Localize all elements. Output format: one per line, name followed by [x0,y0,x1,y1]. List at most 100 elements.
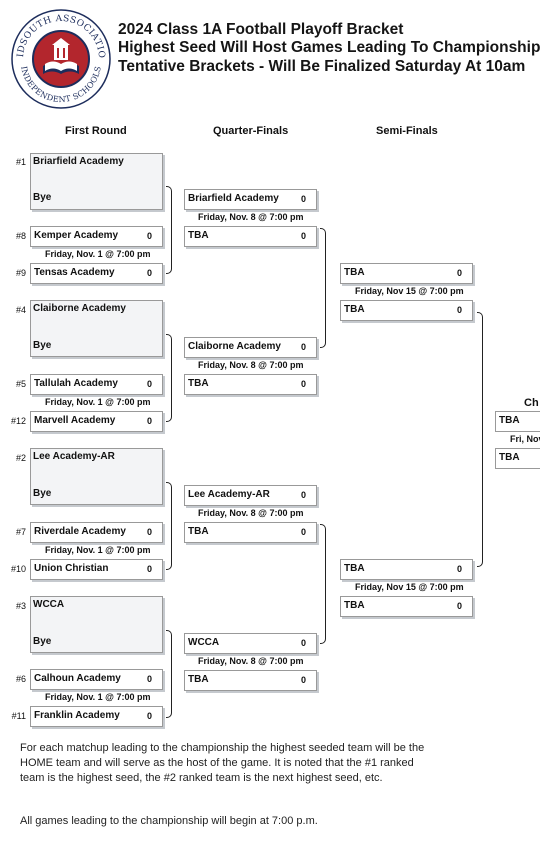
team-score: 0 [300,638,306,648]
team-name: TBA [499,452,520,463]
team-name: Briarfield Academy [33,156,124,167]
team-name: Riverdale Academy [34,526,126,537]
team-name: TBA [188,526,209,537]
column-heading-quarter-finals: Quarter-Finals [213,125,289,137]
team-name: Marvell Academy [34,415,116,426]
bye-slot-box [30,300,163,357]
team-slot: TBA [495,448,540,469]
team-score: 0 [300,527,306,537]
bracket-connector [166,482,172,570]
team-score: 0 [146,379,152,389]
team-name: TBA [188,230,209,241]
team-name: TBA [499,415,520,426]
seed-label: #9 [15,268,26,278]
team-score: 0 [146,674,152,684]
team-name: Lee Academy-AR [33,451,115,462]
game-time: Friday, Nov. 8 @ 7:00 pm [198,508,304,518]
team-name: TBA [344,563,365,574]
team-slot: Briarfield Academy [30,153,163,174]
team-name: Lee Academy-AR [188,489,270,500]
team-name: TBA [188,674,209,685]
bracket-subtitle-finalized: Tentative Brackets - Will Be Finalized S… [118,58,526,75]
bye-label: Bye [33,488,52,499]
seed-label: #8 [15,231,26,241]
team-name: TBA [344,267,365,278]
team-name: Tallulah Academy [34,378,118,389]
team-slot: WCCA 0 [184,633,317,654]
team-slot: TBA 0 [184,522,317,543]
game-time: Friday, Nov. 1 @ 7:00 pm [45,397,151,407]
team-slot: Calhoun Academy 0 [30,669,163,690]
team-name: Union Christian [34,563,109,574]
seed-label: #4 [15,305,26,315]
game-time: Friday, Nov 15 @ 7:00 pm [355,582,464,592]
team-slot: Riverdale Academy 0 [30,522,163,543]
team-slot: TBA 0 [340,300,473,321]
team-slot: Lee Academy-AR [30,448,163,469]
team-score: 0 [300,490,306,500]
team-slot: TBA [495,411,540,432]
bye-slot: Bye [30,485,163,506]
seed-label: #7 [15,527,26,537]
game-time: Friday, Nov. 8 @ 7:00 pm [198,656,304,666]
team-score: 0 [300,231,306,241]
team-score: 0 [146,416,152,426]
bracket-title: 2024 Class 1A Football Playoff Bracket [118,21,404,38]
team-slot: WCCA [30,596,163,617]
game-time: Friday, Nov 15 @ 7:00 pm [355,286,464,296]
bye-label: Bye [33,340,52,351]
seed-label: #2 [15,453,26,463]
team-score: 0 [300,194,306,204]
seed-label: #10 [10,564,26,574]
team-slot: TBA 0 [340,263,473,284]
team-name: TBA [344,304,365,315]
team-score: 0 [146,711,152,721]
team-score: 0 [456,305,462,315]
bracket-connector [320,228,326,348]
team-score: 0 [146,268,152,278]
team-slot: Tensas Academy 0 [30,263,163,284]
game-time: Friday, Nov. 8 @ 7:00 pm [198,212,304,222]
team-score: 0 [146,231,152,241]
team-slot: TBA 0 [184,226,317,247]
team-slot: Franklin Academy 0 [30,706,163,727]
team-name: Franklin Academy [34,710,120,721]
team-slot: Claiborne Academy 0 [184,337,317,358]
bracket-subtitle-host-rule: Highest Seed Will Host Games Leading To … [118,39,540,56]
game-time: Friday, Nov. 1 @ 7:00 pm [45,545,151,555]
team-score: 0 [456,268,462,278]
game-time: Friday, Nov. 1 @ 7:00 pm [45,692,151,702]
team-name: Kemper Academy [34,230,119,241]
team-name: WCCA [33,599,65,610]
team-slot: TBA 0 [340,559,473,580]
seed-label: #6 [15,674,26,684]
team-name: Claiborne Academy [188,341,281,352]
team-score: 0 [300,342,306,352]
column-heading-championship: Ch [524,397,539,409]
seed-label: #3 [15,601,26,611]
bracket-connector [166,334,172,422]
game-time: Friday, Nov. 1 @ 7:00 pm [45,249,151,259]
seed-label: #11 [11,711,26,721]
game-time: Fri, Nov [510,434,540,444]
team-slot: Kemper Academy 0 [30,226,163,247]
bye-slot-box [30,153,163,210]
bye-slot-box [30,596,163,653]
team-slot: Claiborne Academy [30,300,163,321]
hosting-rule-note: For each matchup leading to the champion… [20,742,425,784]
team-score: 0 [300,675,306,685]
team-name: Calhoun Academy [34,673,121,684]
team-slot: TBA 0 [184,374,317,395]
team-score: 0 [146,527,152,537]
start-time-note: All games leading to the championship wi… [20,815,318,827]
team-score: 0 [300,379,306,389]
team-score: 0 [456,564,462,574]
team-name: WCCA [188,637,220,648]
team-name: Tensas Academy [34,267,115,278]
team-name: TBA [188,378,209,389]
column-heading-semi-finals: Semi-Finals [376,125,438,137]
seed-label: #5 [15,379,26,389]
seed-label: #12 [10,416,26,426]
